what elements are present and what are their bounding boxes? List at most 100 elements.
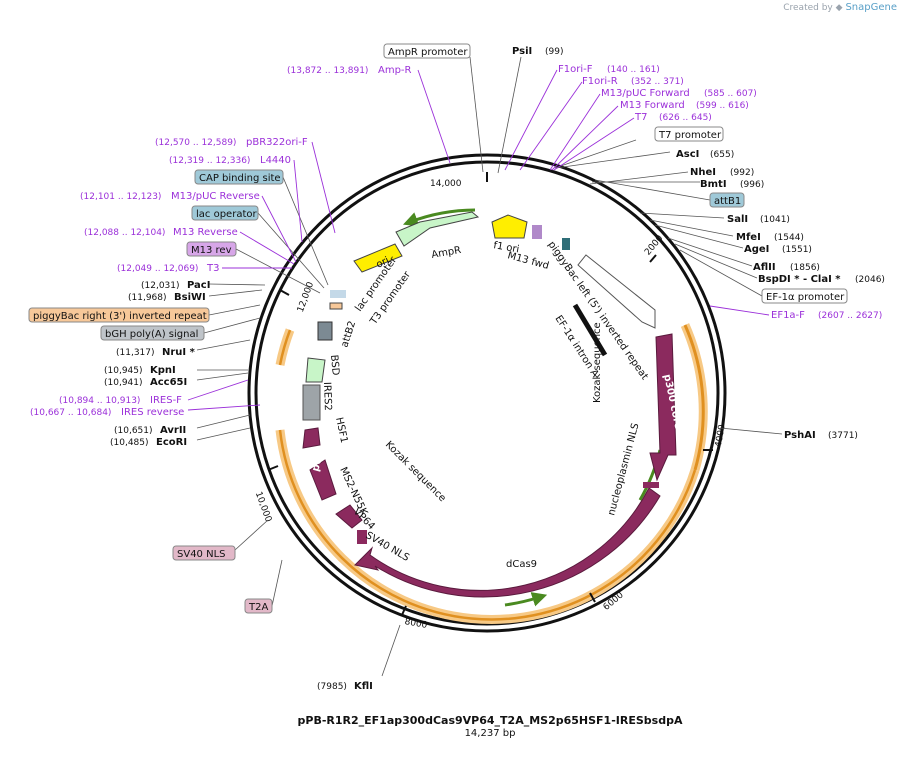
ires2-block — [302, 384, 321, 421]
box-sv40nls: SV40 NLS — [177, 549, 226, 560]
primer-m13puc-fwd: M13/pUC Forward — [601, 88, 690, 99]
primer-t3: T3 — [206, 263, 219, 274]
tick-label-2000: 2000 — [643, 233, 666, 257]
site-kpni: KpnI — [150, 365, 176, 376]
primer-m13-rev-pos: (12,088 .. 12,104) — [84, 228, 165, 238]
primer-m13-rev: M13 Reverse — [173, 227, 238, 238]
watermark-brand: SnapGene — [845, 2, 897, 13]
site-aflii: AflII — [753, 262, 776, 273]
site-bmti-pos: (996) — [740, 180, 764, 190]
site-kfli: KflI — [354, 681, 373, 692]
primer-t7: T7 — [634, 112, 647, 123]
site-acc65i-pos: (10,941) — [104, 378, 143, 388]
attb2-block — [317, 321, 333, 341]
site-asci: AscI — [676, 149, 699, 160]
box-bgh: bGH poly(A) signal — [105, 329, 198, 340]
site-bmti: BmtI — [700, 179, 727, 190]
site-aflii-pos: (1856) — [790, 263, 820, 273]
primer-f1ori-r: F1ori-R — [582, 76, 618, 87]
bsd-arrow — [305, 357, 326, 383]
box-attb1-bg — [709, 192, 745, 208]
boxed-labels: AmpR promoter T7 promoter attB1 EF-1α pr… — [28, 43, 848, 614]
site-avrii-pos: (10,651) — [114, 426, 153, 436]
orf-arrow-amp — [402, 208, 476, 227]
label-f1ori: f1 ori — [492, 240, 520, 255]
site-psii-pos: (99) — [545, 47, 563, 57]
p65-arrow — [309, 459, 337, 501]
primer-ef1a-f-pos: (2607 .. 2627) — [818, 311, 882, 321]
site-paci: PacI — [187, 280, 210, 291]
site-nhei-pos: (992) — [730, 168, 754, 178]
site-nrui: NruI * — [162, 347, 196, 358]
piggybac-right-mark — [329, 302, 343, 310]
box-t7-promoter: T7 promoter — [658, 130, 722, 141]
primer-ampr: Amp-R — [378, 65, 412, 76]
label-kozak-left: Kozak sequence — [383, 439, 448, 504]
box-m13rev: M13 rev — [191, 245, 232, 256]
backbone-outer — [247, 153, 727, 633]
primer-ires-f-pos: (10,894 .. 10,913) — [59, 396, 140, 406]
orf-arrow-bottom — [504, 592, 548, 607]
watermark-prefix: Created by — [783, 3, 833, 13]
box-lac-operator: lac operator — [196, 209, 257, 220]
hsf1-arrow — [302, 427, 321, 449]
site-agei-pos: (1551) — [782, 245, 812, 255]
tick-label-14000: 14,000 — [430, 179, 462, 189]
piggybac-left-arrow — [577, 254, 656, 329]
primer-m13-fwd: M13 Forward — [620, 100, 685, 111]
site-mfei-pos: (1544) — [774, 233, 804, 243]
primer-ires-f: IRES-F — [150, 395, 182, 406]
box-ampr-promoter: AmpR promoter — [388, 47, 468, 58]
primer-f1ori-r-pos: (352 .. 371) — [631, 77, 684, 87]
label-ires2: IRES2 — [321, 382, 333, 411]
sv40-nls-block — [357, 530, 367, 544]
label-bsd: BSD — [328, 354, 341, 376]
box-bgh-bg — [100, 325, 205, 341]
site-paci-pos: (12,031) — [141, 281, 180, 291]
box-ef1a-promoter-bg — [761, 288, 848, 304]
plasmid-title: pPB-R1R2_EF1ap300dCas9VP64_T2A_MS2p65HSF… — [298, 714, 683, 727]
primer-t7-pos: (626 .. 645) — [659, 113, 712, 123]
primer-ires-rev-pos: (10,667 .. 10,684) — [30, 408, 111, 418]
label-kozak-right: Kozak sequence — [592, 322, 603, 403]
p300-core-arrow — [649, 333, 677, 482]
ampr-arrow — [395, 211, 480, 247]
label-ampr: AmpR — [431, 245, 462, 261]
vp64-arrow — [335, 504, 363, 529]
label-p65: p65 — [310, 450, 326, 473]
primer-ampr-pos: (13,872 .. 13,891) — [287, 66, 368, 76]
f1-ori-arrow — [491, 214, 528, 239]
attb1-mark — [562, 238, 570, 250]
nucleoplasmin-nls-block — [643, 482, 659, 488]
primer-pbr322ori-f: pBR322ori-F — [246, 137, 308, 148]
box-t7-promoter-bg — [654, 126, 724, 142]
site-ecori: EcoRI — [156, 437, 187, 448]
label-ori: ori — [375, 255, 391, 270]
box-sv40nls-bg — [172, 545, 236, 561]
primer-m13puc-fwd-pos: (585 .. 607) — [704, 89, 757, 99]
label-hsf1: HSF1 — [333, 416, 349, 444]
primer-ires-rev: IRES reverse — [121, 407, 184, 418]
box-lac-operator-bg — [191, 205, 259, 221]
primer-m13puc-rev: M13/pUC Reverse — [171, 191, 260, 202]
site-mfei: MfeI — [736, 232, 761, 243]
primer-l4440: L4440 — [260, 155, 291, 166]
site-ecori-pos: (10,485) — [110, 438, 149, 448]
primer-pbr322ori-f-pos: (12,570 .. 12,589) — [155, 138, 236, 148]
box-ampr-promoter-bg — [383, 43, 471, 59]
site-bspdi-clai-pos: (2046) — [855, 275, 885, 285]
box-t2a-bg — [244, 598, 273, 614]
box-piggybac-right: piggyBac right (3') inverted repeat — [33, 311, 207, 322]
primer-m13puc-rev-pos: (12,101 .. 12,123) — [80, 192, 161, 202]
primer-ef1a-f: EF1a-F — [771, 310, 805, 321]
snapgene-watermark: Created by ◆ SnapGene — [783, 2, 897, 13]
snapgene-logo-icon: ◆ — [835, 3, 843, 13]
site-asci-pos: (655) — [710, 150, 734, 160]
label-m13fwd: M13 fwd — [506, 250, 550, 272]
site-avrii: AvrII — [160, 425, 186, 436]
site-kfli-pos: (7985) — [317, 682, 347, 692]
site-bsiwi: BsiWI — [174, 292, 206, 303]
leader-lines — [196, 56, 783, 677]
site-nrui-pos: (11,317) — [116, 348, 155, 358]
lac-promoter-mark — [330, 290, 346, 298]
